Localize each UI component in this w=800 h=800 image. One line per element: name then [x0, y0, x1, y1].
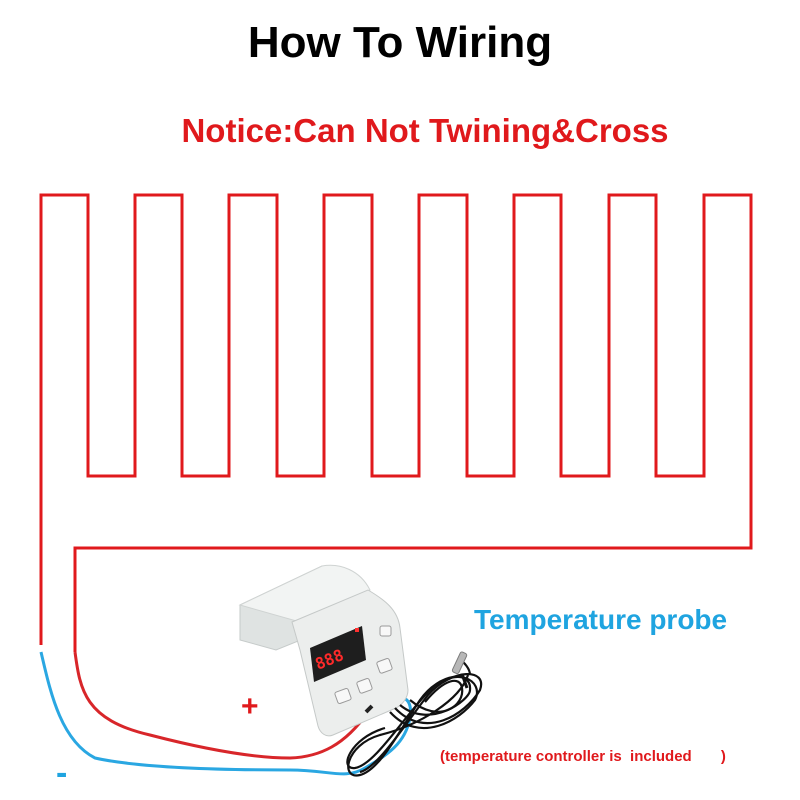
- temperature-probe-label: Temperature probe: [474, 604, 728, 635]
- connector-ferrule: [364, 704, 374, 714]
- positive-lead-wire: [73, 651, 370, 760]
- temperature-controller: 888: [238, 564, 409, 737]
- controller-indicator-led: [355, 628, 359, 632]
- diagram-title: How To Wiring: [247, 18, 553, 67]
- probe-metal-tip: [451, 651, 468, 675]
- controller-display-panel: [310, 626, 366, 682]
- controller-up-button: [356, 678, 373, 694]
- probe-cable-end: [460, 673, 469, 689]
- controller-down-button: [376, 658, 393, 674]
- negative-symbol: -: [56, 754, 68, 792]
- probe-cable-coil: [346, 661, 483, 777]
- notice-text: Notice:Can Not Twining&Cross: [181, 112, 669, 149]
- controller-top-face: [238, 564, 371, 623]
- controller-set-button: [334, 688, 352, 704]
- controller-side-button: [379, 625, 392, 637]
- controller-included-note: (temperature controller is included ): [440, 748, 726, 765]
- positive-symbol: +: [241, 690, 259, 723]
- heating-wire-serpentine: [39, 193, 753, 652]
